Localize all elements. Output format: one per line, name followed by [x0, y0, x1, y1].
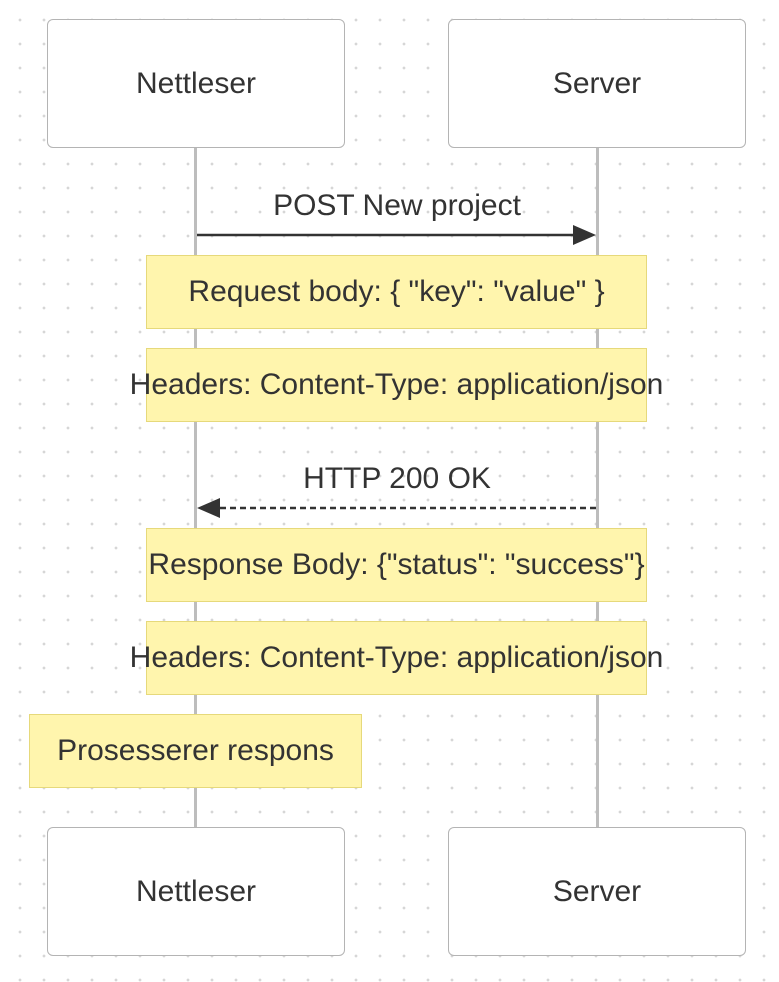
message-label-post: POST New project [273, 189, 521, 222]
actor-server-bottom: Server [448, 827, 746, 956]
arrow-head-200 [197, 498, 220, 518]
note-response-body: Response Body: {"status": "success"} [146, 528, 647, 602]
arrow-head-post [573, 225, 596, 245]
actor-nettleser-top: Nettleser [47, 19, 345, 148]
message-label-http-200: HTTP 200 OK [303, 462, 491, 495]
lifeline-server [596, 148, 599, 828]
actor-nettleser-bottom: Nettleser [47, 827, 345, 956]
note-request-body: Request body: { "key": "value" } [146, 255, 647, 329]
actor-server-top: Server [448, 19, 746, 148]
lifeline-nettleser [194, 148, 197, 828]
note-request-headers: Headers: Content-Type: application/json [130, 348, 663, 422]
note-processing-response: Prosesserer respons [29, 714, 362, 788]
note-response-headers: Headers: Content-Type: application/json [130, 621, 663, 695]
